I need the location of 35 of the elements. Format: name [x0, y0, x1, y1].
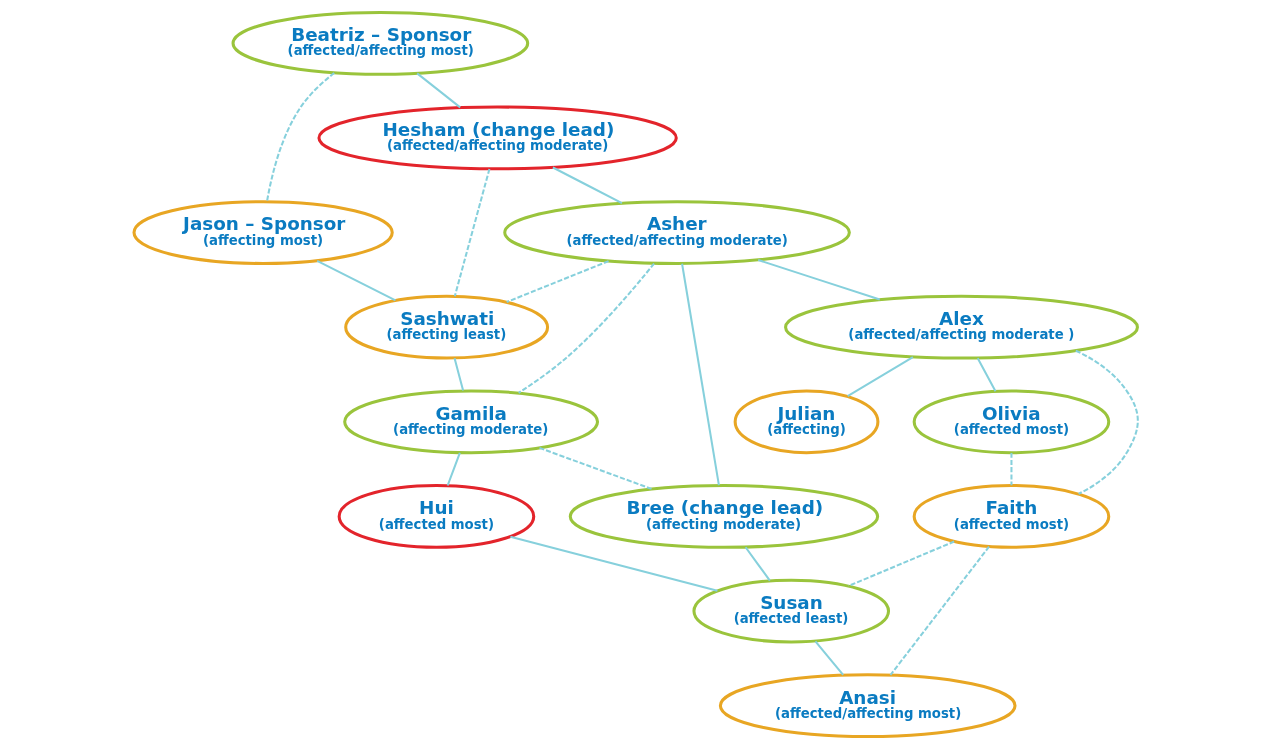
connector [976, 357, 997, 392]
connector [518, 262, 655, 394]
node-ellipse: Asher (affected/affecting moderate) [503, 200, 851, 265]
connector [681, 263, 720, 486]
node-ellipse: Bree (change lead) (affecting moderate) [568, 484, 880, 549]
connector [506, 260, 609, 303]
node-ellipse: Gamila (affecting moderate) [343, 389, 600, 455]
connector [552, 166, 623, 204]
node-ellipse: Susan (affected least) [692, 578, 891, 644]
node-ellipse: Beatriz – Sponsor (affected/affecting most) [231, 10, 530, 76]
node-ellipse: Hui (affected most) [337, 484, 536, 549]
connector [266, 72, 335, 202]
connector [446, 452, 461, 486]
connector [510, 535, 718, 592]
connector [889, 546, 990, 676]
connector [1075, 349, 1139, 495]
connector [814, 640, 844, 676]
node-ellipse: Jason – Sponsor (affecting most) [132, 200, 394, 265]
connector [416, 72, 461, 109]
connector [1010, 452, 1013, 486]
connector [539, 446, 653, 490]
node-ellipse: Alex (affected/affecting moderate ) [784, 294, 1139, 360]
connector [316, 259, 396, 302]
node-ellipse: Olivia (affected most) [912, 389, 1111, 455]
node-ellipse: Faith (affected most) [912, 484, 1111, 549]
connector [453, 168, 491, 297]
connector [847, 356, 914, 398]
connector [453, 358, 465, 391]
connector [744, 546, 771, 582]
node-ellipse: Hesham (change lead) (affected/affecting moderate) [317, 105, 678, 171]
node-ellipse: Julian (affecting) [733, 389, 880, 455]
node-ellipse: Anasi (affected/affecting most) [718, 673, 1017, 739]
node-ellipse: Sashwati (affecting least) [344, 294, 550, 360]
connector [757, 259, 881, 301]
connector [848, 540, 955, 587]
